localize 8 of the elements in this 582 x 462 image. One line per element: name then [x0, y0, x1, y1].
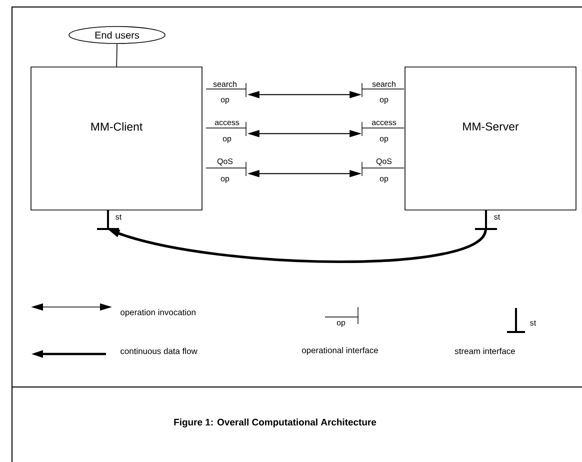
caption: Figure 1: Overall Computational Architecture	[174, 418, 376, 428]
connector-line	[116, 44, 118, 67]
legend-label: operation invocation	[120, 309, 196, 317]
legend-label: continuous data flow	[120, 348, 198, 354]
object-box: MM-Server	[404, 66, 576, 210]
object-box: MM-Client	[30, 66, 202, 210]
legend-label: operational interface	[302, 347, 378, 355]
legend-label: stream interface	[454, 348, 515, 354]
